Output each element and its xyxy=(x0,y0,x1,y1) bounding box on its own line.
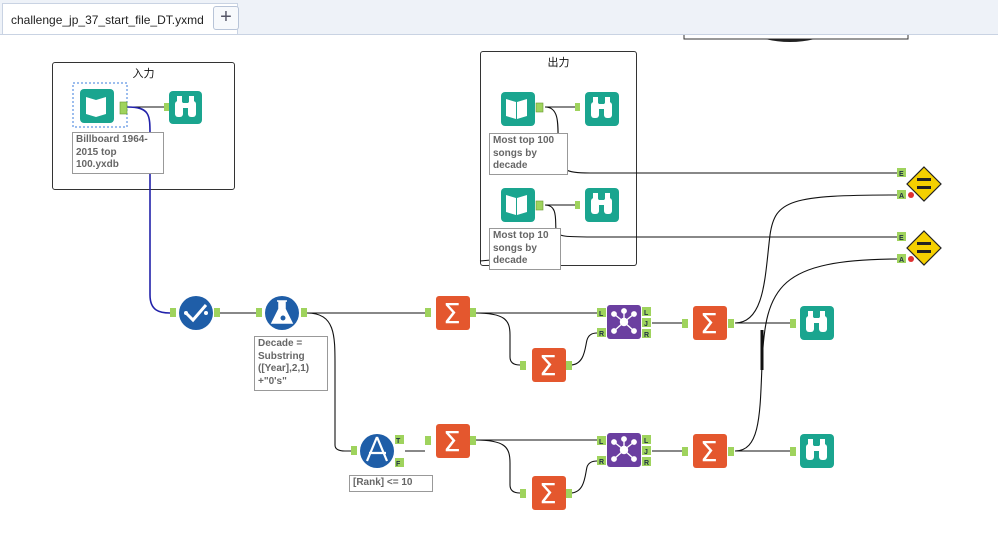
false-anchor[interactable] xyxy=(395,458,404,467)
left-anchor-label: L xyxy=(599,439,604,446)
join-tool-2[interactable]: L R L J R xyxy=(597,433,651,467)
error-indicator-icon xyxy=(908,256,914,262)
browse-tool-top100[interactable] xyxy=(575,92,619,126)
true-anchor-label: T xyxy=(396,438,401,445)
tab-title: challenge_jp_37_start_file_DT.yxmd xyxy=(11,13,204,27)
connection-wires xyxy=(127,106,898,494)
join-tool-1[interactable]: L R L J R xyxy=(597,305,651,339)
wire-sum2-join1-right[interactable] xyxy=(569,332,598,366)
tab-workflow[interactable]: challenge_jp_37_start_file_DT.yxmd ✕ xyxy=(2,3,238,34)
expect-equal-tool-2[interactable]: E A xyxy=(897,230,942,266)
right-output-label: R xyxy=(644,460,649,467)
input-container-title: 入力 xyxy=(132,68,155,80)
wire-sum6-test2[interactable] xyxy=(734,258,898,452)
error-indicator-icon xyxy=(908,192,914,198)
input-annotation: Billboard 1964-2015 top 100.yxdb xyxy=(72,132,164,174)
join-output-label: J xyxy=(644,449,648,456)
check-icon xyxy=(184,304,208,323)
equals-icon xyxy=(917,242,931,245)
plus-icon: + xyxy=(220,6,232,28)
expect-equal-tool-1[interactable]: E A xyxy=(897,166,942,202)
wire-sum5-join2-right[interactable] xyxy=(569,460,598,494)
true-anchor[interactable] xyxy=(395,435,404,444)
binoculars-icon xyxy=(591,193,612,214)
equals-icon xyxy=(917,178,931,181)
right-anchor-label: R xyxy=(599,331,604,338)
wire-input-select-selected[interactable] xyxy=(126,106,171,314)
right-output-label: R xyxy=(644,332,649,339)
offscreen-tool-shadow xyxy=(765,39,815,42)
browse-tool-top10-result[interactable] xyxy=(790,434,834,468)
binoculars-icon xyxy=(806,439,827,460)
filter-triangle-icon xyxy=(365,436,389,462)
sigma-icon: Σ xyxy=(539,477,557,510)
book-icon xyxy=(506,195,527,215)
output-top10-annotation: Most top 10 songs by decade xyxy=(489,228,561,270)
output-top100-annotation: Most top 100 songs by decade xyxy=(489,133,568,175)
browse-tool-top100-result[interactable] xyxy=(790,306,834,340)
book-icon xyxy=(506,99,527,119)
summarize-tool-6[interactable]: Σ xyxy=(682,434,734,468)
wire-formula-filter[interactable] xyxy=(306,312,357,452)
expected-anchor-label: E xyxy=(899,235,904,242)
sigma-icon: Σ xyxy=(443,425,461,458)
input-anchor[interactable] xyxy=(164,103,169,111)
actual-anchor-label: A xyxy=(899,193,904,200)
output-anchor[interactable] xyxy=(535,102,544,113)
input-data-tool[interactable] xyxy=(72,82,128,128)
offscreen-container-edge xyxy=(683,35,909,40)
formula-annotation: Decade = Substring ([Year],2,1) +"0's" xyxy=(254,336,328,391)
wire-sum3-test1[interactable] xyxy=(734,194,898,324)
output-data-tool-top10[interactable] xyxy=(501,188,544,222)
workflow-canvas[interactable]: 入力 出力 xyxy=(0,35,998,545)
binoculars-icon xyxy=(175,96,196,117)
filter-annotation: [Rank] <= 10 xyxy=(349,475,433,492)
expected-anchor-label: E xyxy=(899,171,904,178)
browse-tool-top10[interactable] xyxy=(575,188,619,222)
output-anchor[interactable] xyxy=(119,101,128,115)
sigma-icon: Σ xyxy=(700,435,718,468)
filter-tool[interactable]: T F xyxy=(351,434,404,468)
select-tool[interactable] xyxy=(170,296,220,330)
actual-anchor-label: A xyxy=(899,257,904,264)
left-anchor-label: L xyxy=(599,311,604,318)
browse-tool-input[interactable] xyxy=(164,91,202,124)
sigma-icon: Σ xyxy=(700,307,718,340)
wire-sum4-sum5[interactable] xyxy=(474,439,525,494)
summarize-tool-4[interactable]: Σ xyxy=(425,424,476,458)
summarize-tool-1[interactable]: Σ xyxy=(425,296,476,330)
join-network-icon xyxy=(611,436,637,462)
wire-sum1-sum2[interactable] xyxy=(474,312,525,366)
join-output-label: J xyxy=(644,321,648,328)
tab-bar: challenge_jp_37_start_file_DT.yxmd ✕ ✕ + xyxy=(0,0,998,35)
book-icon xyxy=(86,97,106,117)
summarize-tool-3[interactable]: Σ xyxy=(682,306,734,340)
binoculars-icon xyxy=(806,311,827,332)
binoculars-icon xyxy=(591,97,612,118)
flask-icon xyxy=(270,300,294,324)
summarize-tool-2[interactable]: Σ xyxy=(520,348,572,382)
left-output-label: L xyxy=(644,438,649,445)
output-container-title: 出力 xyxy=(547,57,570,69)
left-output-label: L xyxy=(644,310,649,317)
summarize-tool-5[interactable]: Σ xyxy=(520,476,572,510)
right-anchor-label: R xyxy=(599,459,604,466)
sigma-icon: Σ xyxy=(443,297,461,330)
input-container[interactable]: 入力 xyxy=(52,62,235,190)
sigma-icon: Σ xyxy=(539,349,557,382)
formula-tool[interactable] xyxy=(256,296,307,330)
false-anchor-label: F xyxy=(396,461,401,468)
new-tab-button[interactable]: + xyxy=(213,6,239,30)
output-anchor[interactable] xyxy=(535,200,544,211)
join-network-icon xyxy=(611,308,637,334)
workflow-graph: T F Σ Σ Σ Σ xyxy=(72,35,942,510)
output-data-tool-top100[interactable] xyxy=(501,92,544,126)
